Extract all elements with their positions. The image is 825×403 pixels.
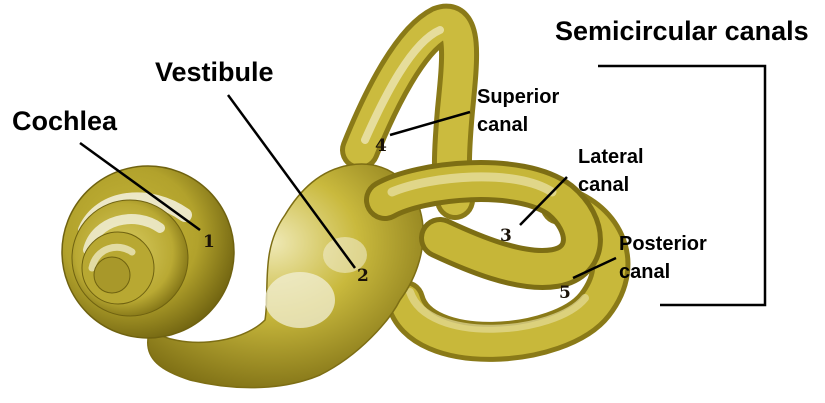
marker-4: 4 bbox=[375, 136, 387, 156]
semicircular-canals-label: Semicircular canals bbox=[555, 16, 809, 46]
vestibule-label: Vestibule bbox=[155, 57, 274, 87]
marker-2: 2 bbox=[357, 266, 369, 286]
marker-3: 3 bbox=[500, 226, 512, 246]
marker-5: 5 bbox=[559, 283, 571, 303]
lateral-canal-label-line1: Lateral bbox=[578, 146, 644, 168]
cochlea-label: Cochlea bbox=[12, 106, 118, 136]
posterior-canal-label-line2: canal bbox=[619, 261, 670, 283]
posterior-canal-label-line1: Posterior bbox=[619, 233, 707, 255]
superior-canal-label-line2: canal bbox=[477, 114, 528, 136]
inner-ear-shape bbox=[62, 24, 610, 388]
superior-canal-label-line1: Superior bbox=[477, 86, 559, 108]
lateral-canal-label-line2: canal bbox=[578, 174, 629, 196]
marker-1: 1 bbox=[203, 232, 215, 252]
